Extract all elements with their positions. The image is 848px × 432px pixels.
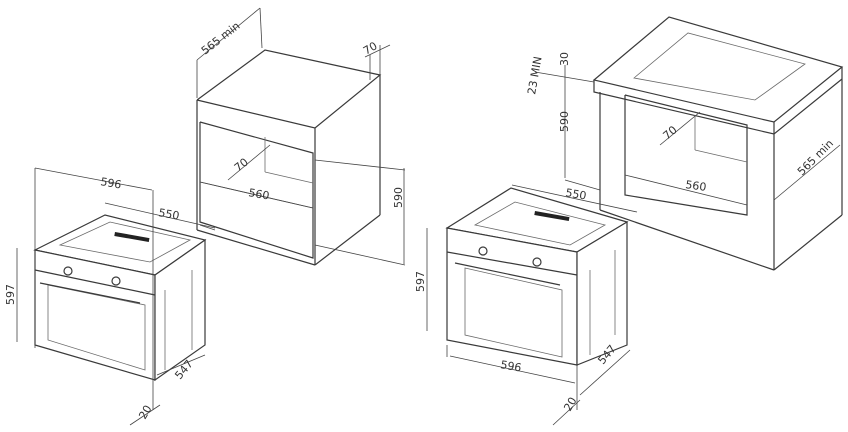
dim-front-panel-depth-right: 20 [561, 395, 579, 414]
right-oven-knob [111, 276, 121, 286]
dim-oven-depth-right: 550 [564, 186, 587, 202]
left-cabinet [196, 49, 382, 266]
dim-oven-depth: 550 [157, 206, 180, 222]
left-oven-dimensions: 596 550 597 547 20 [4, 167, 216, 426]
right-view-knob-1 [478, 246, 488, 256]
dim-front-panel-depth: 20 [136, 403, 154, 422]
left-oven [33, 214, 207, 382]
left-cabinet-dimensions: 565 min 70 70 560 590 [196, 7, 406, 266]
right-cabinet [592, 16, 844, 271]
dim-oven-width: 596 [99, 175, 122, 191]
dim-top-clearance: 30 [558, 52, 571, 66]
dim-opening-rear-gap: 70 [232, 156, 251, 175]
dim-opening-height-right: 590 [558, 111, 571, 132]
dim-cabinet-rear-gap: 70 [361, 39, 380, 57]
right-view-knob-2 [532, 257, 542, 267]
dim-opening-width-right: 560 [685, 178, 708, 194]
dim-cabinet-depth-right: 565 min [795, 137, 836, 178]
dim-oven-width-right: 596 [499, 358, 522, 374]
dim-top-gap: 23 MIN [525, 55, 544, 95]
dim-opening-width: 560 [247, 186, 270, 202]
left-oven-knob [63, 266, 73, 276]
dim-opening-height: 590 [392, 187, 405, 208]
dim-oven-height-right: 597 [414, 271, 427, 292]
dim-oven-height: 597 [4, 284, 17, 305]
dim-opening-rear-gap-right: 70 [661, 123, 680, 142]
right-oven [445, 187, 629, 366]
dim-cabinet-depth: 565 min [199, 19, 243, 57]
